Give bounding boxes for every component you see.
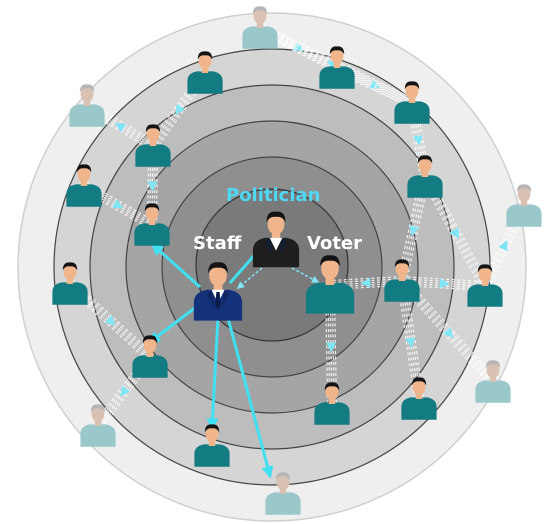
teal-left-lower-outer-person <box>52 262 88 305</box>
teal-left-inner-person <box>134 203 170 246</box>
faded-left-person <box>69 84 105 127</box>
teal-top-left-outer-person <box>187 51 223 94</box>
dotted-link <box>257 23 340 73</box>
staff-arrows <box>148 241 274 479</box>
teal-bottom-right-person <box>401 377 437 420</box>
faded-bottom-left-person <box>80 404 116 447</box>
teal-bottom-left-person <box>194 424 230 467</box>
teal-right-inner-person <box>384 259 420 302</box>
staff-person <box>193 262 243 321</box>
staff-arrow-2 <box>148 305 197 344</box>
teal-bottom-mid-person <box>314 382 350 425</box>
teal-left-lower-inner-person <box>132 335 168 378</box>
staff-label: Staff <box>193 233 242 254</box>
dotted-link <box>420 174 490 289</box>
people <box>52 6 542 515</box>
staff-arrow-1 <box>151 243 201 289</box>
teal-left-upper-person <box>135 124 171 167</box>
teal-left-mid-person <box>66 164 102 207</box>
politician-label: Politician <box>226 185 321 206</box>
dotted-link <box>84 101 156 151</box>
teal-top-right-outer-person <box>319 46 355 89</box>
faded-top-person <box>242 6 278 49</box>
voter-label: Voter <box>307 233 363 254</box>
staff-arrow-3 <box>206 317 220 431</box>
teal-right-upper-person <box>394 81 430 124</box>
faded-bottom-person <box>265 472 301 515</box>
faded-bottom-right-person <box>475 360 511 403</box>
teal-right-outer-person <box>467 264 503 307</box>
dotted-link <box>148 70 210 149</box>
staff-arrow-4 <box>226 317 274 479</box>
politician-person <box>252 211 300 268</box>
faded-right-person <box>506 184 542 227</box>
politician-to-staff <box>236 267 263 289</box>
voter-main-person <box>305 255 355 314</box>
politician-arrows <box>236 267 320 289</box>
teal-right-mid-person <box>407 155 443 198</box>
